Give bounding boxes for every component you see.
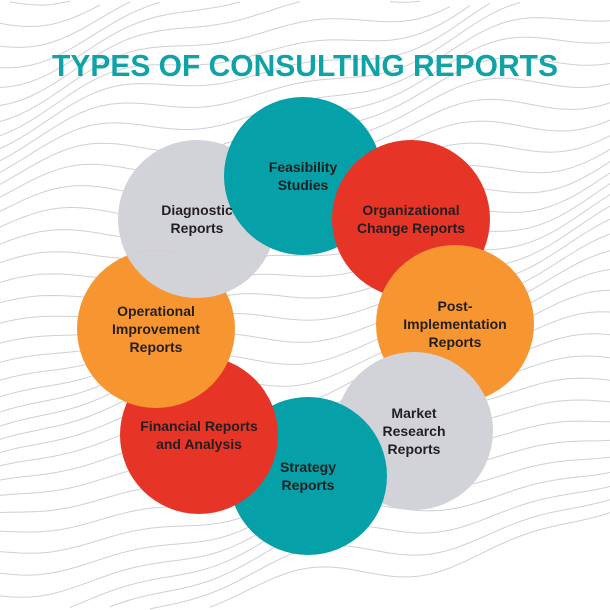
background-line (209, 512, 610, 608)
background-line (9, 0, 71, 6)
label-line: Reports (130, 339, 183, 355)
background-line (0, 1, 161, 69)
page-title: TYPES OF CONSULTING REPORTS (52, 48, 558, 83)
label-financial-reports-and-analysis: Financial Reports and Analysis (140, 418, 258, 452)
label-line: Studies (278, 177, 329, 193)
background-line (0, 2, 521, 162)
label-line: Research (382, 423, 445, 439)
background-line (0, 4, 101, 28)
circle-diagnostic-reports (118, 250, 235, 298)
label-line: Improvement (112, 321, 200, 337)
label-line: Diagnostic (161, 202, 233, 218)
background-line (149, 499, 610, 610)
label-line: Reports (282, 477, 335, 493)
label-line: Reports (429, 334, 482, 350)
label-line: Reports (388, 441, 441, 457)
report-types-ring (77, 97, 534, 555)
background-line (0, 2, 491, 150)
label-line: Strategy (280, 459, 336, 475)
background-line (0, 1, 131, 48)
label-line: Change Reports (357, 220, 465, 236)
label-line: Organizational (362, 202, 459, 218)
label-line: and Analysis (156, 436, 242, 452)
background-line (0, 5, 471, 137)
background-line (0, 1, 241, 88)
label-line: Reports (171, 220, 224, 236)
label-line: Financial Reports (140, 418, 258, 434)
background-line (0, 0, 421, 106)
label-line: Market (391, 405, 436, 421)
label-line: Feasibility (269, 159, 338, 175)
label-line: Implementation (403, 316, 506, 332)
background-line (0, 6, 451, 122)
label-line: Operational (117, 303, 195, 319)
label-line: Post- (438, 298, 473, 314)
